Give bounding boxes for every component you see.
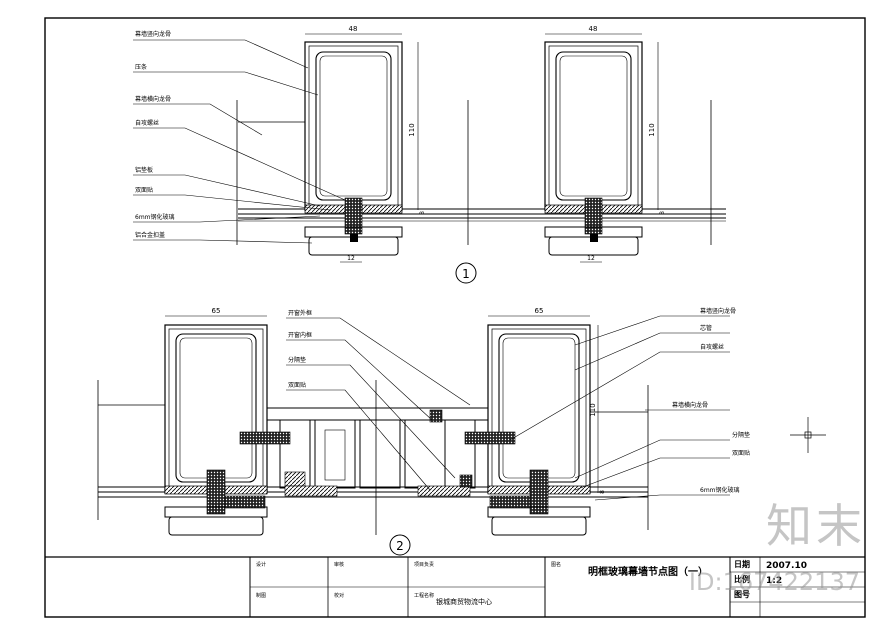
label-1-1: 压条 — [135, 63, 147, 71]
dim-width-2b: 65 — [535, 307, 544, 315]
labels-2-left: 开窗外框 开窗内框 分隔垫 双面贴 — [288, 309, 312, 389]
tb-pm: 项目负责 — [414, 561, 434, 568]
label-1-6: 6mm钢化玻璃 — [135, 213, 175, 221]
tb-date-label: 日期 — [734, 559, 750, 569]
tb-scale-label: 比例 — [734, 574, 750, 584]
dim-height-2: 110 — [589, 403, 597, 416]
dim-width-1b: 48 — [589, 25, 598, 33]
project-name: 银城商贸物流中心 — [436, 597, 492, 606]
watermark-id: ID:167422137 — [688, 568, 860, 596]
dim-width-2a: 65 — [212, 307, 221, 315]
dim-cap-1a: 12 — [347, 255, 355, 262]
detail-1-marker — [455, 262, 477, 284]
tb-design: 设计 — [256, 561, 266, 568]
label-2l-3: 双面贴 — [288, 381, 306, 389]
label-2r-3: 幕墙横向龙骨 — [672, 401, 708, 409]
watermark-logo: 知末 — [766, 499, 866, 553]
label-2r-2: 自攻螺丝 — [700, 343, 724, 351]
detail-2: 65 65 110 8 开窗外框 开窗内框 分隔垫 双面贴 幕墙竖向龙 — [97, 307, 826, 556]
mullion-1 — [304, 41, 403, 256]
label-1-4: 铝垫板 — [135, 166, 153, 174]
tb-draft: 制图 — [256, 592, 266, 599]
tb-proof: 校对 — [334, 592, 344, 599]
leaders-2-right — [509, 315, 730, 501]
mullion-3 — [164, 324, 268, 536]
label-2r-1: 芯管 — [700, 324, 712, 332]
dimensions-2 — [165, 315, 599, 493]
dim-height-1a: 110 — [408, 123, 416, 136]
label-1-0: 幕墙竖向龙骨 — [135, 30, 171, 38]
mullion-4 — [487, 324, 591, 536]
mullion-2 — [544, 41, 643, 256]
detail-1: 48 48 110 110 8 8 12 12 幕墙竖向龙骨 压条 幕墙横向龙骨… — [133, 25, 726, 284]
label-2r-6: 6mm钢化玻璃 — [700, 486, 740, 494]
drawing-date: 2007.10 — [766, 561, 807, 571]
detail-2-marker — [389, 534, 411, 556]
title-block — [45, 556, 865, 617]
label-2l-0: 开窗外框 — [288, 309, 312, 317]
tb-project-label: 工程名称 — [414, 592, 434, 599]
dim-gap-1a: 8 — [419, 211, 426, 215]
tb-check: 审核 — [334, 561, 344, 568]
drawing-title: 明框玻璃幕墙节点图（一） — [588, 565, 708, 578]
sheet-border — [44, 17, 866, 618]
dim-gap-2: 8 — [599, 490, 606, 494]
window-frame — [266, 407, 489, 497]
labels-1: 幕墙竖向龙骨 压条 幕墙横向龙骨 自攻螺丝 铝垫板 双面贴 6mm钢化玻璃 铝合… — [135, 30, 175, 239]
title-block-text: 设计 审核 项目负责 图名 制图 校对 工程名称 日期 比例 图号 — [256, 559, 750, 599]
dim-gap-1b: 8 — [659, 211, 666, 215]
crosshair-mark — [790, 417, 826, 453]
label-1-3: 自攻螺丝 — [135, 119, 159, 127]
dimensions-1 — [305, 33, 659, 263]
leaders-1 — [133, 39, 346, 244]
label-2r-4: 分隔垫 — [732, 431, 750, 439]
label-2r-0: 幕墙竖向龙骨 — [700, 307, 736, 315]
dim-height-1b: 110 — [648, 123, 656, 136]
detail-1-marker-number: 1 — [462, 267, 470, 281]
label-2r-5: 双面贴 — [732, 449, 750, 457]
labels-2-right: 幕墙竖向龙骨 芯管 自攻螺丝 幕墙横向龙骨 分隔垫 双面贴 6mm钢化玻璃 — [672, 307, 750, 494]
drawing-scale: 1:2 — [766, 576, 782, 586]
label-1-2: 幕墙横向龙骨 — [135, 95, 171, 103]
label-1-5: 双面贴 — [135, 186, 153, 194]
tb-number-label: 图号 — [734, 590, 750, 599]
leaders-2-left — [286, 317, 471, 491]
detail-2-marker-number: 2 — [396, 539, 404, 553]
dim-cap-1b: 12 — [587, 255, 595, 262]
tb-drawing-name: 图名 — [551, 561, 561, 568]
label-2l-1: 开窗内框 — [288, 331, 312, 339]
label-2l-2: 分隔垫 — [288, 356, 306, 364]
dim-width-1a: 48 — [349, 25, 358, 33]
label-1-7: 铝合金扣盖 — [135, 231, 165, 239]
